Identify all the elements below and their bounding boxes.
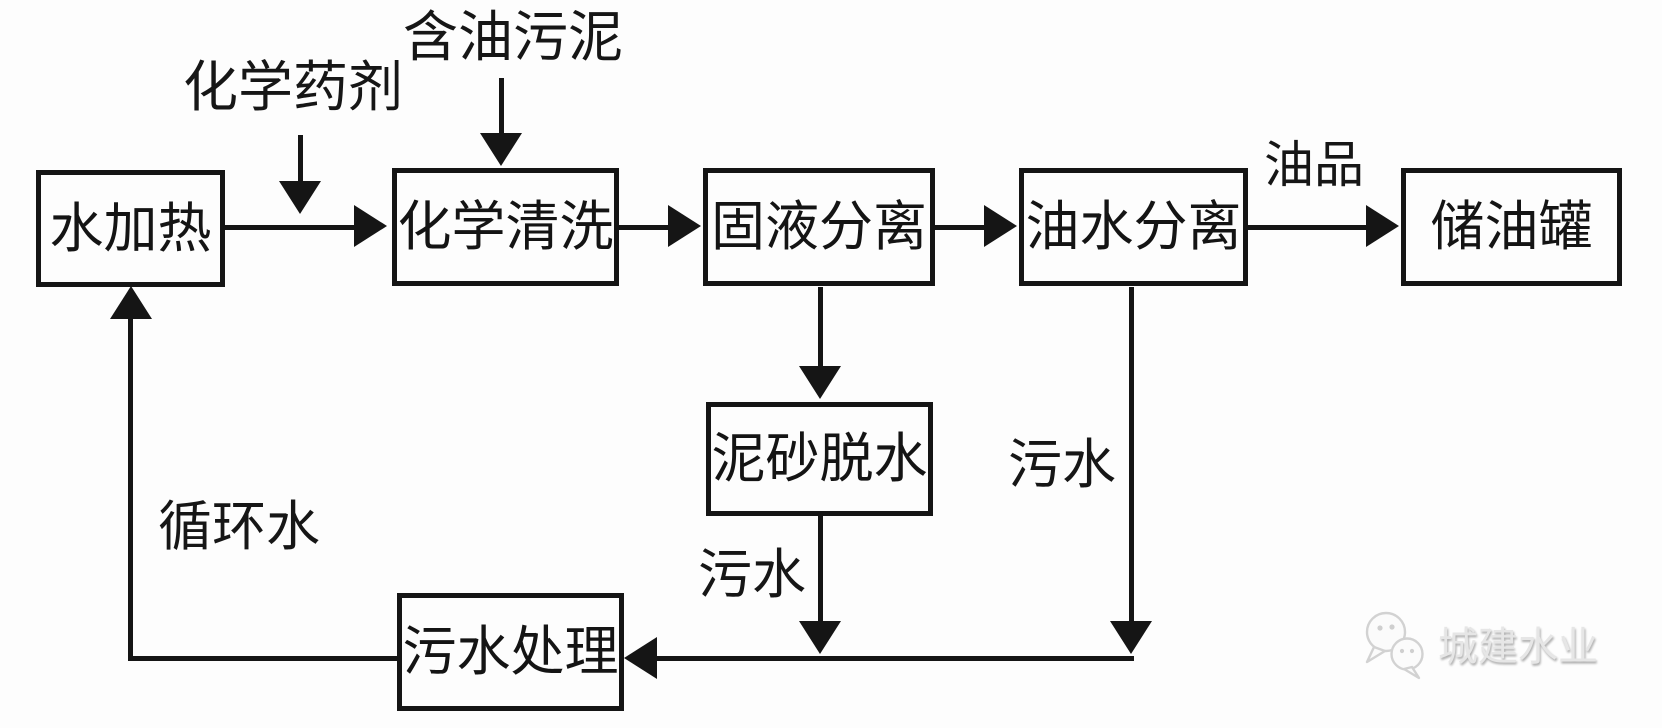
node-sand-dewatering: 泥砂脱水	[706, 402, 933, 516]
connector-oilwater-to-tank-line	[1248, 225, 1368, 230]
connector-heating-to-cleaning-arrowhead	[354, 205, 387, 247]
node-label: 化学清洗	[397, 195, 614, 258]
connector-oilwater-to-tank-arrowhead	[1366, 205, 1399, 247]
connector-dewatering-wastewater-arrowhead	[799, 621, 841, 654]
connector-circulating-water-arrowhead	[110, 286, 152, 319]
connector-circulating-water-vertical-line	[128, 318, 133, 661]
label-oil-product: 油品	[1264, 136, 1364, 194]
connector-oily-sludge-line	[499, 78, 504, 135]
label-chemical-agent: 化学药剂	[183, 55, 404, 119]
connector-chemical-agent-line	[298, 135, 303, 183]
node-label: 储油罐	[1430, 195, 1593, 258]
connector-solidliquid-to-oilwater-arrowhead	[984, 205, 1017, 247]
label-wastewater-from-oil-water: 污水	[1008, 433, 1116, 496]
node-label: 固液分离	[711, 195, 927, 258]
watermark-text: 城建水业	[1438, 624, 1598, 670]
wechat-bubbles-icon	[1362, 610, 1428, 684]
label-wastewater-from-sand: 污水	[698, 543, 806, 606]
node-oil-water-separation: 油水分离	[1019, 168, 1248, 286]
connector-dewatering-wastewater-line	[818, 516, 823, 622]
connector-collector-to-treatment-line	[655, 656, 1134, 661]
connector-separation-to-dewatering-line	[818, 287, 823, 367]
connector-cleaning-to-separation-arrowhead	[668, 205, 701, 247]
node-label: 污水处理	[402, 620, 619, 683]
connector-chemical-agent-arrowhead	[279, 181, 321, 214]
connector-oilwater-wastewater-arrowhead	[1110, 621, 1152, 654]
watermark: 城建水业	[1362, 610, 1598, 684]
node-oil-storage-tank: 储油罐	[1401, 168, 1622, 286]
connector-solidliquid-to-oilwater-line	[935, 225, 986, 230]
node-label: 水加热	[49, 196, 212, 260]
connector-oily-sludge-arrowhead	[480, 133, 522, 166]
connector-circulating-water-horizontal-line	[128, 656, 397, 661]
node-label: 泥砂脱水	[711, 427, 928, 490]
connector-collector-to-treatment-arrowhead	[624, 637, 657, 679]
label-circulating-water: 循环水	[158, 495, 320, 558]
node-wastewater-treatment: 污水处理	[397, 593, 624, 711]
node-solid-liquid-separation: 固液分离	[703, 168, 935, 286]
label-oily-sludge: 含油污泥	[403, 5, 624, 69]
node-chemical-cleaning: 化学清洗	[392, 168, 619, 286]
connector-separation-to-dewatering-arrowhead	[799, 366, 841, 399]
node-water-heating: 水加热	[36, 170, 225, 287]
connector-oilwater-wastewater-line	[1129, 287, 1134, 622]
node-label: 油水分离	[1025, 195, 1242, 258]
connector-cleaning-to-separation-line	[619, 225, 671, 230]
connector-heating-to-cleaning-line	[225, 225, 355, 230]
